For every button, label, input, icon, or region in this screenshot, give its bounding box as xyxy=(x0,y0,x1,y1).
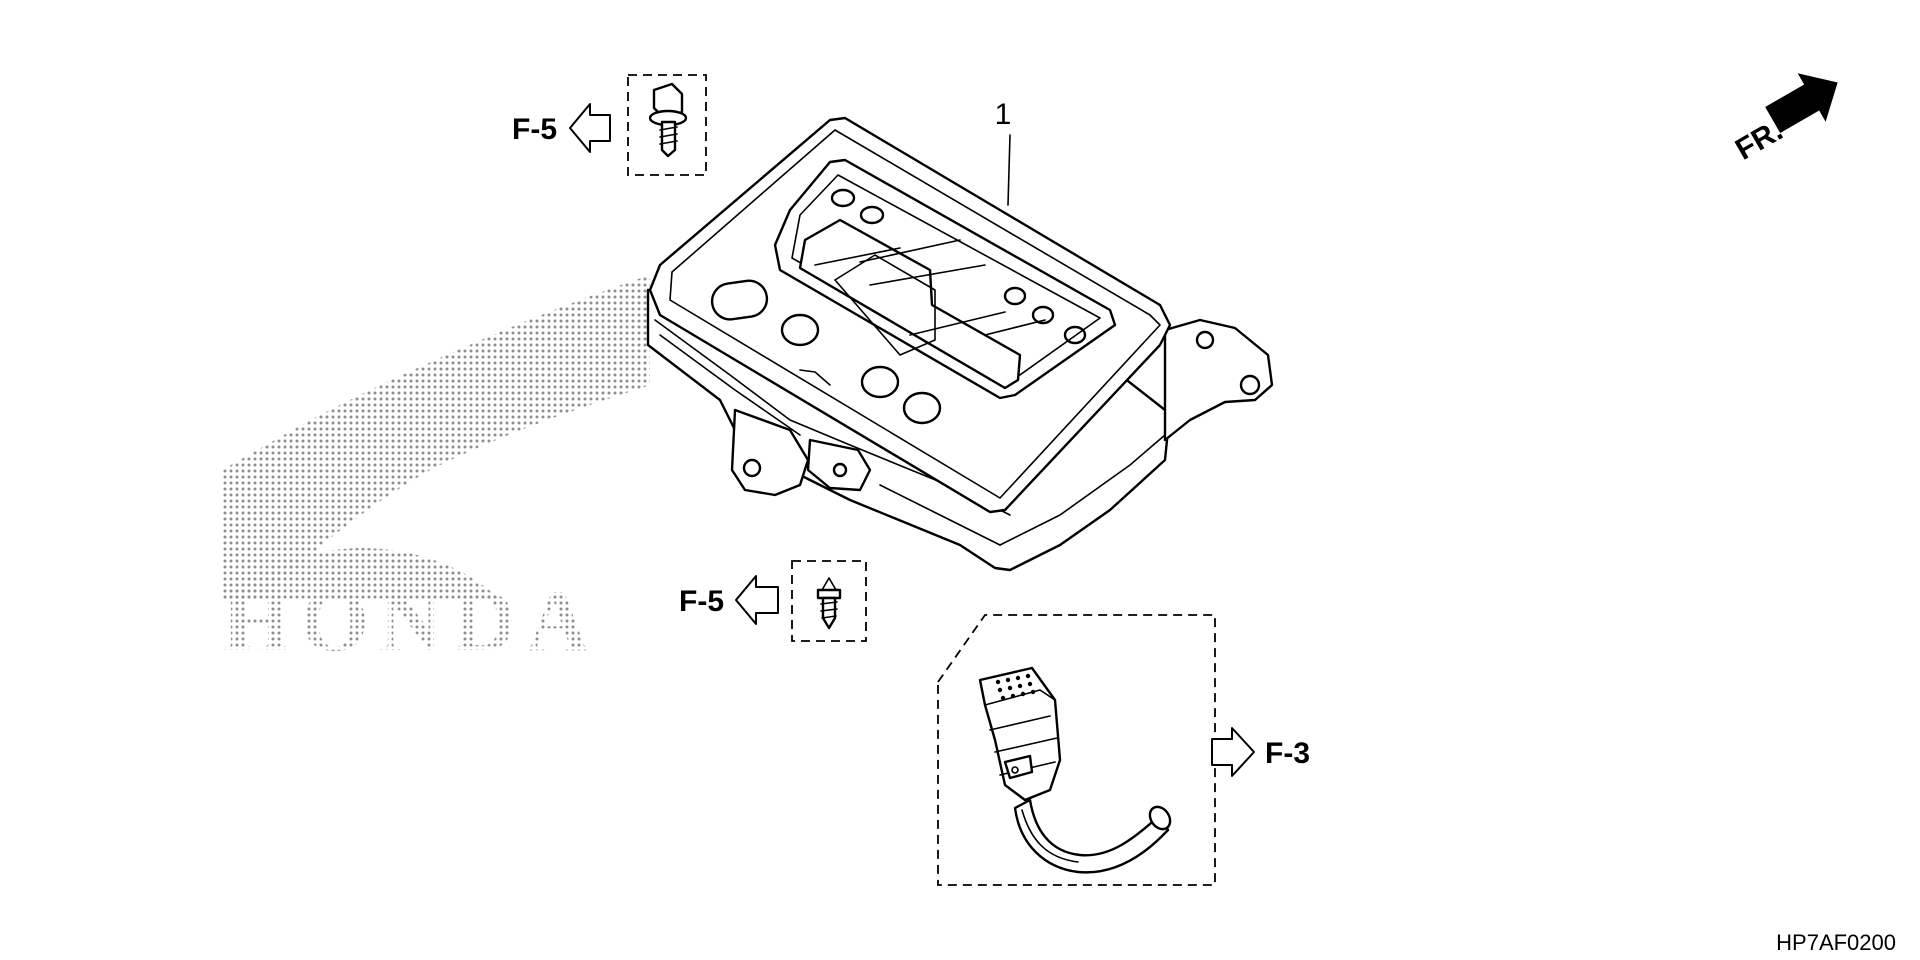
front-direction-arrow-icon xyxy=(1765,73,1838,133)
wire-connector-icon[interactable] xyxy=(978,666,1174,874)
drawing-code: HP7AF0200 xyxy=(1776,930,1896,955)
tapping-screw-icon[interactable] xyxy=(816,577,842,630)
reference-arrow-icon[interactable] xyxy=(735,575,779,625)
bolt-callout-box xyxy=(627,74,707,176)
flange-bolt-icon[interactable] xyxy=(648,82,688,158)
screw-reference-label[interactable]: F-5 xyxy=(679,585,724,618)
connector-callout-box xyxy=(937,614,1216,886)
part-leader-line xyxy=(1007,134,1011,206)
honda-wing-logo: HONDA xyxy=(222,275,650,670)
screw-callout-box xyxy=(791,560,867,642)
honda-watermark-text: HONDA xyxy=(222,573,600,670)
bolt-reference-label[interactable]: F-5 xyxy=(512,113,557,146)
part-number-label: 1 xyxy=(995,98,1012,131)
connector-reference-label[interactable]: F-3 xyxy=(1265,737,1310,770)
instrument-cluster-icon[interactable] xyxy=(646,116,1274,572)
reference-arrow-icon[interactable] xyxy=(1211,727,1255,777)
reference-arrow-icon[interactable] xyxy=(569,103,611,153)
